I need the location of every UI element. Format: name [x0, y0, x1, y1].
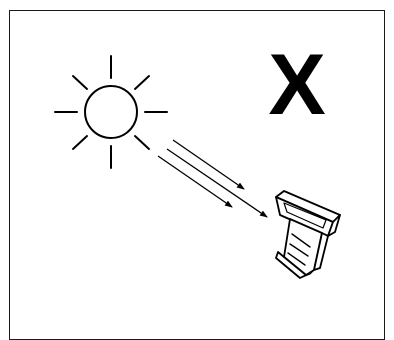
sun-ray-bottom-right — [134, 135, 150, 150]
light-ray-arrow-3 — [157, 155, 233, 208]
scanner-handle-side — [313, 232, 329, 271]
sun-ray-top-left — [72, 75, 88, 90]
sun-ray-top-right — [134, 75, 150, 90]
light-ray-arrow-1 — [172, 139, 245, 190]
sun-icon — [54, 55, 168, 169]
scanner-window — [283, 202, 327, 229]
scanner-base-edge — [299, 269, 315, 279]
x-mark: X — [268, 37, 326, 133]
scanner-head-side — [327, 214, 341, 237]
scanner-grip-line-2 — [289, 243, 309, 257]
light-ray-arrow-2 — [166, 148, 268, 218]
scanner-grip-line-3 — [287, 252, 306, 266]
light-rays — [157, 139, 268, 218]
scanner-grip-line-1 — [291, 233, 311, 248]
sun-ray-bottom-left — [72, 135, 88, 150]
handheld-scanner-icon — [275, 190, 341, 279]
diagram-canvas — [54, 55, 341, 279]
sun-disc — [84, 85, 138, 139]
